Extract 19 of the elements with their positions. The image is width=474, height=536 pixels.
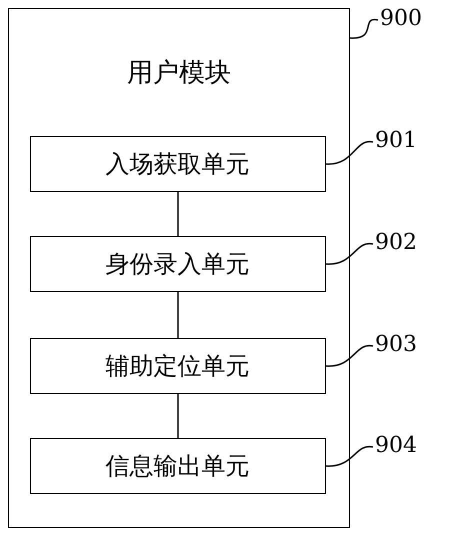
connector-line — [177, 192, 179, 236]
reference-number: 903 — [375, 332, 417, 357]
connector-line — [177, 394, 179, 438]
unit-box: 辅助定位单元 — [30, 338, 326, 394]
reference-number: 901 — [375, 128, 417, 153]
unit-box: 入场获取单元 — [30, 136, 326, 192]
reference-number: 904 — [375, 433, 417, 458]
leader-line — [350, 18, 378, 39]
module-box — [8, 8, 350, 528]
connector-line — [177, 292, 179, 338]
leader-line — [326, 140, 374, 165]
unit-box: 信息输出单元 — [30, 438, 326, 494]
leader-line — [326, 344, 374, 367]
leader-line — [326, 242, 374, 265]
reference-number: 902 — [375, 230, 417, 255]
module-title: 用户模块 — [126, 57, 232, 90]
reference-number: 900 — [380, 6, 422, 31]
leader-line — [326, 446, 374, 467]
unit-box: 身份录入单元 — [30, 236, 326, 292]
